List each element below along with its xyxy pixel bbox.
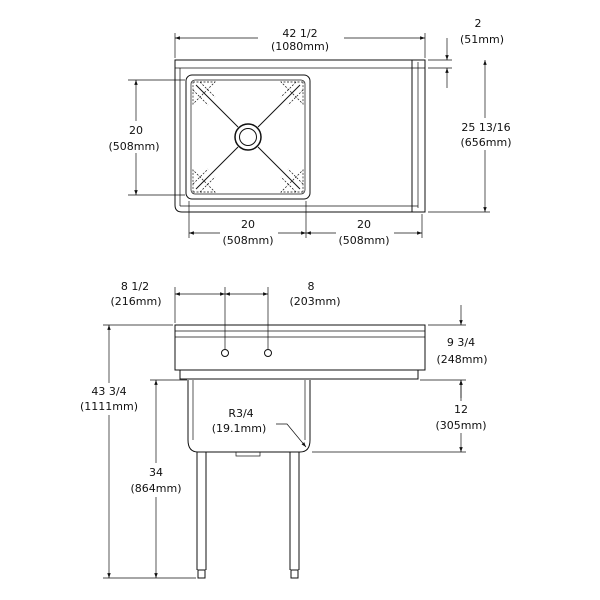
bowl-width-label: 20 [241, 218, 255, 231]
backsplash-height-label-mm: (248mm) [436, 353, 487, 366]
drain-slope-line [195, 146, 239, 190]
top-view-outline [174, 59, 426, 213]
rim-height-label-mm: (864mm) [130, 482, 181, 495]
drain-slope-line [257, 146, 301, 190]
backsplash-panel [174, 324, 426, 371]
sink-leg [196, 452, 207, 579]
drain-outer [234, 123, 262, 151]
corner-hatch [280, 168, 304, 193]
drain-slope-line [257, 84, 301, 128]
drain-slope-line [195, 84, 239, 128]
faucet-spacing-label: 8 [308, 280, 315, 293]
bowl-outline [185, 74, 311, 200]
faucet-hole [221, 349, 229, 357]
corner-radius-leader [276, 423, 307, 448]
drainboard-width-label-mm: (508mm) [338, 234, 389, 247]
bowl-width-label-mm: (508mm) [222, 234, 273, 247]
corner-radius-label-mm: (19.1mm) [212, 422, 267, 435]
faucet-offset-label-mm: (216mm) [110, 295, 161, 308]
total-height-label: 43 3/4 [91, 385, 126, 398]
bowl-height-label: 12 [454, 403, 468, 416]
backsplash-height-label: 9 3/4 [447, 336, 475, 349]
top-view: 42 1/2 (1080mm) 2 (51mm) 20 (508mm) 25 1… [104, 17, 522, 248]
rim-lip [179, 370, 419, 380]
overall-depth-label-mm: (656mm) [460, 136, 511, 149]
width-label-mm: (1080mm) [271, 40, 329, 53]
drain-inner [239, 128, 257, 146]
corner-hatch [192, 81, 216, 106]
faucet-offset-label: 8 1/2 [121, 280, 149, 293]
faucet-hole [264, 349, 272, 357]
drainboard-width-label: 20 [357, 218, 371, 231]
backsplash-label-mm: (51mm) [460, 33, 504, 46]
total-height-label-mm: (1111mm) [80, 400, 138, 413]
faucet-spacing-label-mm: (203mm) [289, 295, 340, 308]
corner-hatch [192, 168, 216, 193]
drain-outlet [235, 451, 261, 457]
sink-leg [289, 452, 300, 579]
bowl-height-label-mm: (305mm) [435, 419, 486, 432]
bowl-inner [190, 79, 306, 195]
width-label: 42 1/2 [282, 27, 317, 40]
overall-depth-label: 25 13/16 [461, 121, 510, 134]
corner-hatch [280, 81, 304, 106]
bowl-depth-label-mm: (508mm) [108, 140, 159, 153]
backsplash-label: 2 [475, 17, 482, 30]
rim-height-label: 34 [149, 466, 163, 479]
front-view: 8 1/2 (216mm) 8 (203mm) 9 3/4 (248mm) 12… [76, 280, 496, 579]
corner-radius-label: R3/4 [228, 407, 253, 420]
bowl-depth-label: 20 [129, 124, 143, 137]
